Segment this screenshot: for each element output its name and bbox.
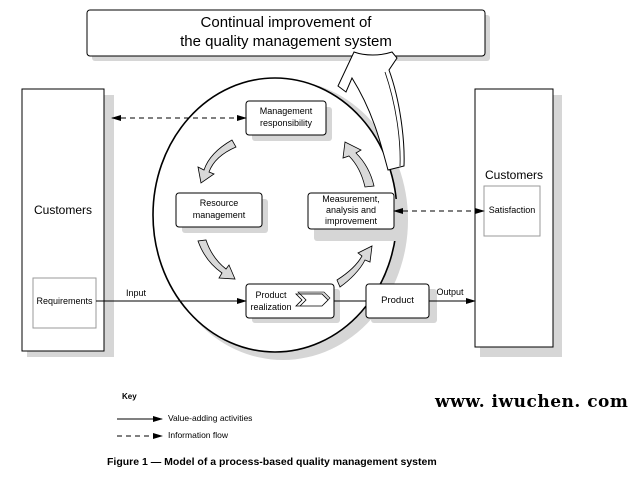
chevron-process-icon xyxy=(295,291,331,307)
label-line: improvement xyxy=(324,216,378,226)
key-title: Key xyxy=(122,392,137,401)
requirements-box xyxy=(32,277,97,329)
output-label: Output xyxy=(436,287,464,297)
cycle-arrow-measurement-to-management xyxy=(342,141,375,188)
label-line: Product xyxy=(255,290,287,300)
resource-management-box xyxy=(175,192,263,228)
cycle-arrow-realization-to-measurement xyxy=(336,245,373,288)
input-label: Input xyxy=(125,288,147,298)
right-customers-title: Customers xyxy=(484,168,543,182)
label-line: management xyxy=(192,210,246,220)
satisfaction-box xyxy=(483,185,541,237)
resource-management-label: Resource management xyxy=(176,197,262,221)
product-realization-label: Product realization xyxy=(246,289,296,313)
continual-improvement-arrow xyxy=(337,51,405,171)
label-line: realization xyxy=(250,302,292,312)
figure-caption: Figure 1 — Model of a process-based qual… xyxy=(107,456,437,468)
left-customers-title: Customers xyxy=(33,203,92,217)
label-line: analysis and xyxy=(325,205,377,215)
satisfaction-label: Satisfaction xyxy=(488,205,536,215)
banner-title: Continual improvement of the quality man… xyxy=(87,13,485,51)
requirements-label: Requirements xyxy=(36,296,93,306)
measurement-label: Measurement, analysis and improvement xyxy=(308,194,394,227)
label-line: responsibility xyxy=(259,118,313,128)
banner-line-1: Continual improvement of xyxy=(200,14,372,31)
key-information-flow-label: Information flow xyxy=(168,430,228,440)
banner-line-2: the quality management system xyxy=(180,33,392,50)
label-line: Management xyxy=(259,106,313,116)
cycle-arrow-management-to-resource xyxy=(197,139,237,184)
cycle-arrow-resource-to-realization xyxy=(197,239,236,280)
banner-box xyxy=(86,9,486,57)
label-line: Measurement, xyxy=(322,194,380,204)
watermark-text: www. iwuchen. com xyxy=(435,392,629,412)
management-responsibility-label: Management responsibility xyxy=(246,105,326,129)
product-label: Product xyxy=(381,295,414,306)
key-value-adding-label: Value-adding activities xyxy=(168,413,253,423)
label-line: Resource xyxy=(199,198,239,208)
